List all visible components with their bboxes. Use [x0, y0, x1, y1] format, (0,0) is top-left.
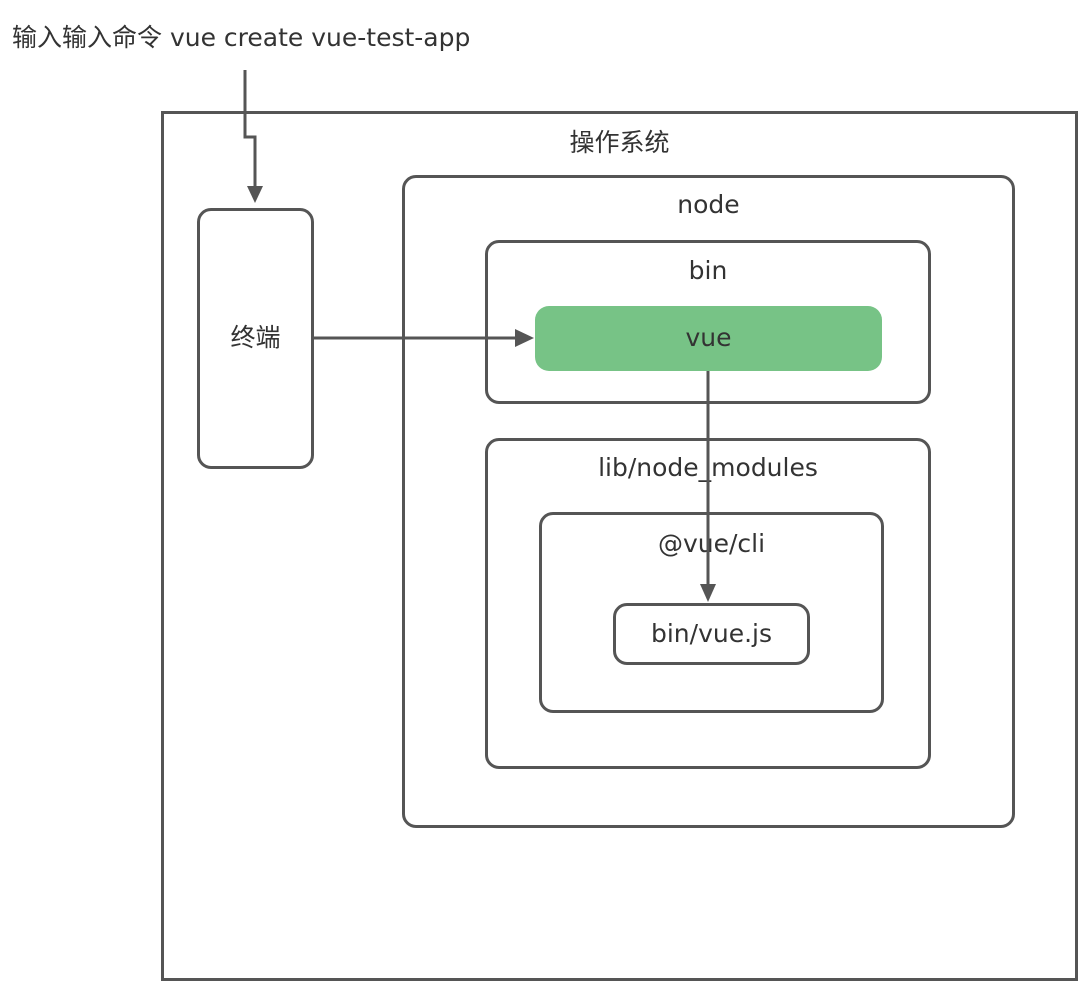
- vue-js-file-label: bin/vue.js: [650, 619, 773, 648]
- lib-node-modules-label: lib/node_modules: [598, 453, 818, 482]
- node-container: [402, 175, 1015, 828]
- operating-system-container: [161, 111, 1078, 981]
- terminal-label: 终端: [230, 323, 281, 352]
- vue-cli-label: @vue/cli: [657, 529, 766, 558]
- operating-system-label: 操作系统: [569, 128, 670, 157]
- vue-executable-label: vue: [685, 323, 732, 352]
- node-label: node: [677, 190, 740, 219]
- vue-executable-node[interactable]: [535, 306, 882, 371]
- vue-cli-container: [539, 512, 884, 713]
- command-annotation: 输入输入命令 vue create vue-test-app: [12, 23, 471, 52]
- bin-label: bin: [688, 256, 728, 285]
- vue-js-file-node[interactable]: [613, 603, 810, 665]
- terminal-node[interactable]: [197, 208, 314, 469]
